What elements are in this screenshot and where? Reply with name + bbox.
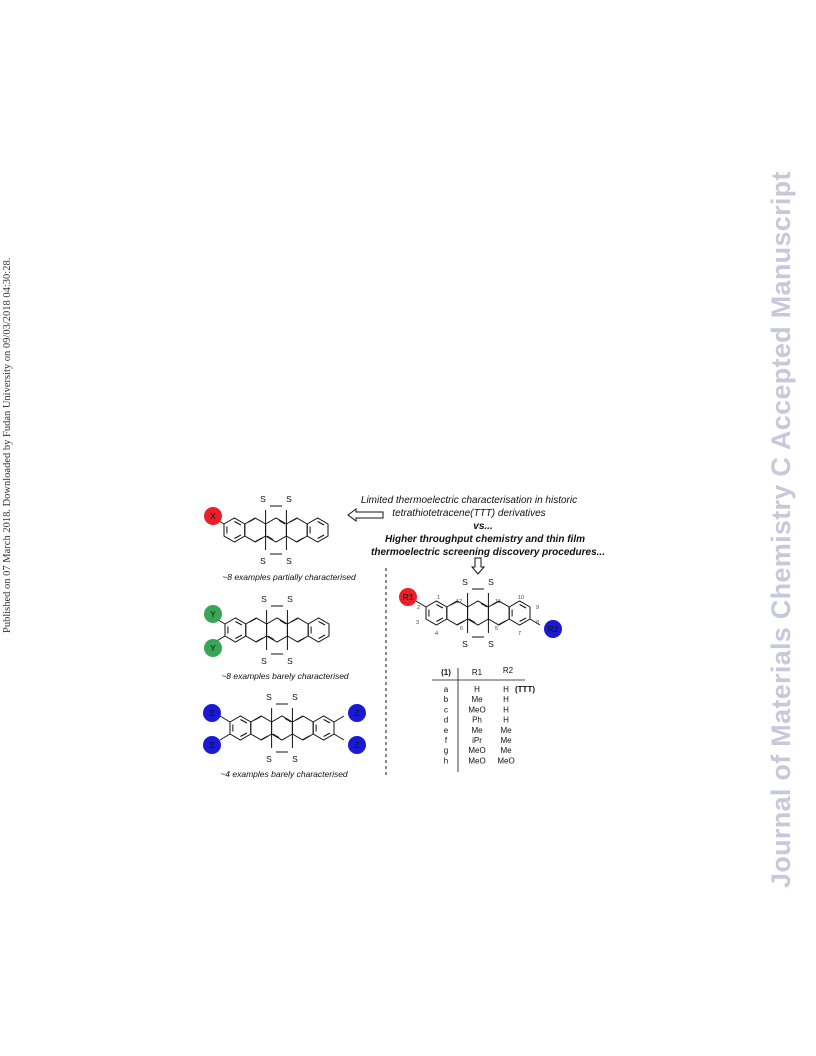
- headline-line-2: tetrathiotetracene(TTT) derivatives: [392, 508, 545, 519]
- z-substituent-circle: [348, 704, 366, 722]
- table-cell-r2: H: [503, 716, 509, 725]
- sulfur-label: S: [261, 656, 267, 666]
- sulfur-label: S: [260, 556, 266, 566]
- table-cell-id: d: [444, 716, 448, 725]
- sulfur-label: S: [287, 656, 293, 666]
- general-structure: R1 R2 S S S S 1 2 3 4 5 6 7 8 9 10 11 12: [399, 577, 562, 649]
- table-cell-r1: MeO: [468, 756, 485, 765]
- atom-number: 9: [536, 605, 539, 611]
- table-cell-r1: iPr: [472, 736, 482, 745]
- y-label: Y: [210, 609, 216, 619]
- x-substituent-circle: [204, 507, 222, 525]
- sulfur-label: S: [286, 494, 292, 504]
- sulfur-label: S: [266, 754, 272, 764]
- table-cell-note: (TTT): [515, 685, 535, 694]
- table-cell-id: g: [444, 746, 448, 755]
- table-cell-id: c: [444, 705, 448, 714]
- molecule-x: X S S S S: [204, 494, 329, 566]
- atom-number: 10: [518, 595, 524, 601]
- atom-number: 3: [416, 620, 419, 626]
- table-cell-id: e: [444, 726, 449, 735]
- y-label: Y: [210, 643, 216, 653]
- sulfur-label: S: [261, 594, 267, 604]
- z-label: Z: [354, 740, 359, 750]
- atom-number: 11: [495, 599, 501, 605]
- atom-number: 8: [536, 620, 539, 626]
- sulfur-label: S: [286, 556, 292, 566]
- molecule-y: Y Y S S S S: [204, 594, 330, 666]
- table-cell-r2: H: [503, 705, 509, 714]
- z-label: Z: [209, 740, 214, 750]
- table-cell-r1: Ph: [472, 716, 482, 725]
- sulfur-label: S: [260, 494, 266, 504]
- headline-line-4: thermoelectric screening discovery proce…: [371, 547, 605, 558]
- atom-number: 5: [495, 626, 498, 632]
- table-cell-r1: Me: [471, 695, 483, 704]
- z-substituent-circle: [203, 736, 221, 754]
- z-label: Z: [209, 708, 214, 718]
- headline-line-1: Limited thermoelectric characterisation …: [361, 495, 577, 506]
- sulfur-label: S: [462, 639, 468, 649]
- z-label: Z: [354, 708, 359, 718]
- atom-number: 7: [518, 631, 521, 637]
- x-label: X: [210, 511, 216, 521]
- headline-line-3: Higher throughput chemistry and thin fil…: [385, 534, 585, 545]
- sulfur-label: S: [488, 639, 494, 649]
- caption-x-series: ~8 examples partially characterised: [222, 572, 356, 582]
- molecule-z: Z Z Z Z S S S S: [203, 692, 366, 764]
- table-cell-id: a: [444, 685, 449, 694]
- headline-vs: vs...: [473, 521, 492, 532]
- atom-number: 12: [456, 599, 462, 605]
- r1-substituent-circle: [399, 588, 417, 606]
- atom-number: 4: [435, 631, 438, 637]
- table-header-compound: (1): [441, 668, 451, 677]
- sulfur-label: S: [292, 754, 298, 764]
- caption-z-series: ~4 examples barely characterised: [220, 769, 348, 779]
- caption-y-series: ~8 examples barely characterised: [221, 671, 349, 681]
- table-cell-r2: H: [503, 695, 509, 704]
- table-cell-id: f: [445, 736, 448, 745]
- table-cell-r1: H: [474, 685, 480, 694]
- table-cell-r2: MeO: [497, 756, 514, 765]
- r2-substituent-circle: [544, 620, 562, 638]
- atom-number: 1: [437, 595, 440, 601]
- z-substituent-circle: [348, 736, 366, 754]
- sulfur-label: S: [266, 692, 272, 702]
- sulfur-label: S: [462, 577, 468, 587]
- table-header-r1: R1: [472, 668, 483, 677]
- sulfur-label: S: [292, 692, 298, 702]
- table-cell-r1: MeO: [468, 746, 485, 755]
- atom-number: 6: [460, 626, 463, 632]
- z-substituent-circle: [203, 704, 221, 722]
- atom-number: 2: [417, 605, 420, 611]
- table-cell-id: b: [444, 695, 449, 704]
- r1-label: R1: [403, 592, 414, 602]
- table-cell-id: h: [444, 756, 448, 765]
- y-substituent-circle: [204, 639, 222, 657]
- table-cell-r2: Me: [500, 746, 512, 755]
- table-cell-r2: Me: [500, 736, 512, 745]
- left-arrow: [347, 508, 384, 522]
- table-cell-r2: H: [503, 685, 509, 694]
- table-cell-r1: Me: [471, 726, 483, 735]
- y-substituent-circle: [204, 605, 222, 623]
- down-arrow: [470, 557, 486, 575]
- sulfur-label: S: [488, 577, 494, 587]
- table-cell-r1: MeO: [468, 705, 485, 714]
- r2-label: R2: [548, 624, 559, 634]
- sulfur-label: S: [287, 594, 293, 604]
- table-header-r2: R2: [503, 666, 514, 675]
- table-cell-r2: Me: [500, 726, 512, 735]
